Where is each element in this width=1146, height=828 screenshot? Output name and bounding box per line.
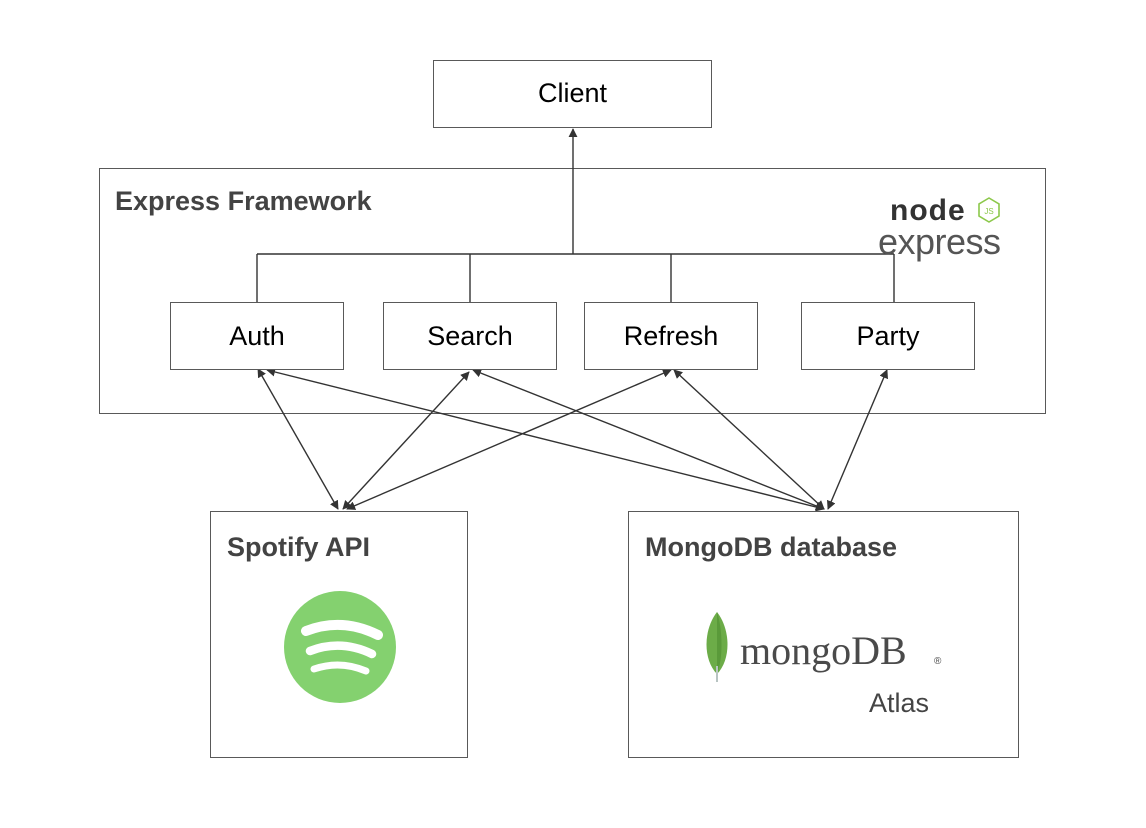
spotify-logo-icon bbox=[284, 591, 396, 703]
search-spotify-arrow bbox=[342, 371, 470, 510]
express-wordmark: express bbox=[878, 221, 1001, 262]
auth-label: Auth bbox=[229, 321, 285, 351]
party-label: Party bbox=[856, 321, 920, 351]
node-express-logo: node JS express bbox=[876, 190, 1026, 262]
refresh-label: Refresh bbox=[623, 321, 719, 351]
auth-node: Auth bbox=[170, 302, 344, 370]
refresh-spotify-arrow bbox=[346, 369, 672, 510]
mongodb-wordmark: mongoDB bbox=[740, 628, 907, 673]
nodejs-hexagon-icon bbox=[978, 197, 1000, 223]
client-label: Client bbox=[537, 78, 608, 108]
search-node: Search bbox=[383, 302, 557, 370]
express-framework-title: Express Framework bbox=[115, 186, 372, 216]
mongodb-atlas-logo: mongoDB ® Atlas bbox=[701, 608, 961, 718]
search-mongodb-arrow bbox=[472, 368, 825, 511]
node-wordmark: node bbox=[890, 194, 966, 227]
mongodb-database-title: MongoDB database bbox=[645, 532, 898, 562]
refresh-node: Refresh bbox=[584, 302, 758, 370]
party-mongodb-arrow bbox=[827, 369, 888, 510]
mongodb-leaf-icon bbox=[706, 612, 728, 682]
js-badge-text: JS bbox=[984, 207, 993, 216]
mongodb-database-container: MongoDB database mongoDB ® Atlas bbox=[628, 511, 1019, 758]
refresh-mongodb-arrow bbox=[673, 369, 825, 510]
atlas-label: Atlas bbox=[869, 688, 929, 718]
auth-spotify-arrow bbox=[257, 368, 339, 510]
party-node: Party bbox=[801, 302, 975, 370]
mongodb-logo-graphic: mongoDB ® Atlas bbox=[706, 612, 942, 718]
registered-mark: ® bbox=[934, 656, 942, 667]
spotify-api-container: Spotify API bbox=[210, 511, 468, 758]
client-node: Client bbox=[433, 60, 712, 128]
node-express-logo-graphic: node JS express bbox=[878, 194, 1001, 262]
search-label: Search bbox=[427, 321, 513, 351]
spotify-api-title: Spotify API bbox=[227, 532, 371, 562]
auth-mongodb-arrow bbox=[266, 367, 825, 512]
